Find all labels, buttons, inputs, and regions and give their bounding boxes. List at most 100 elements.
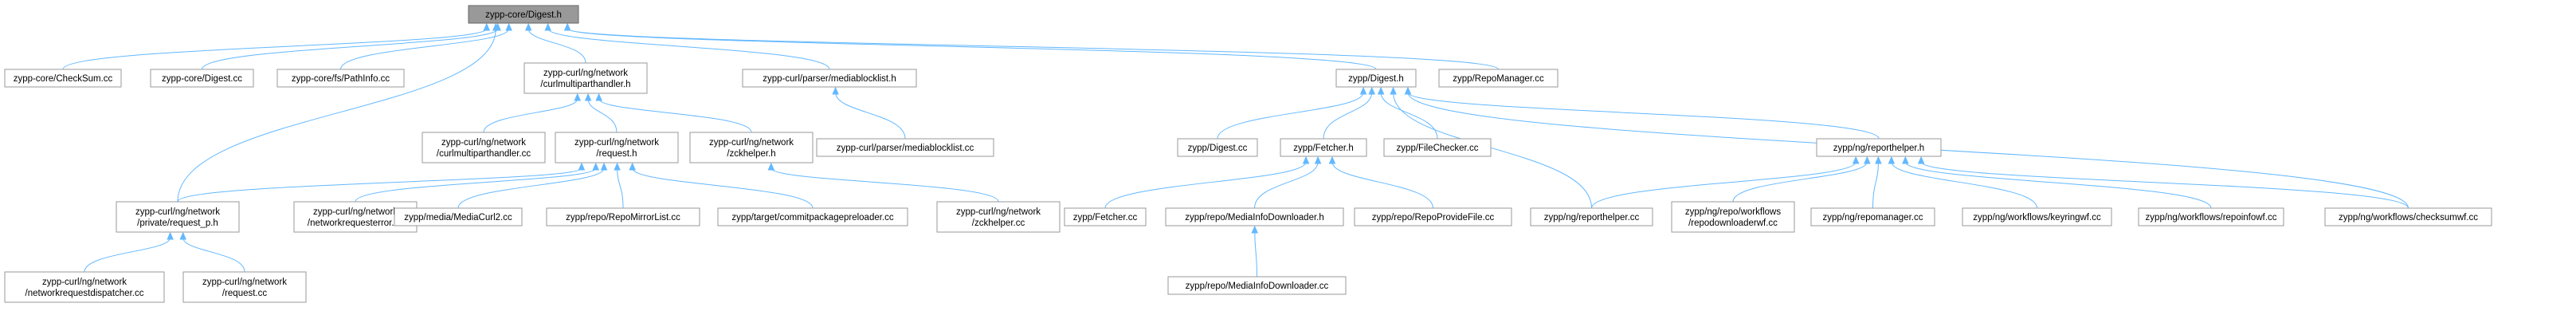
edge-arrowhead (1359, 86, 1367, 95)
nodes-layer: zypp-core/Digest.h zypp-core/CheckSum.cc z… (4, 5, 2492, 303)
node-box (4, 69, 122, 88)
node-label: /zckhelper.cc (972, 219, 1025, 228)
graph-node[interactable]: zypp-curl/ng/network/request.h (555, 132, 679, 163)
node-box (1438, 69, 1559, 88)
graph-node[interactable]: zypp/repo/RepoMirrorList.cc (546, 207, 700, 226)
graph-node[interactable]: zypp-curl/ng/network/zckhelper.cc (936, 201, 1061, 233)
graph-node[interactable]: zypp-curl/ng/network/zckhelper.h (689, 132, 814, 163)
edge-arrowhead (167, 231, 174, 240)
graph-node[interactable]: zypp/Digest.h (1335, 69, 1417, 88)
node-box (1816, 138, 1942, 157)
node-box (1962, 207, 2112, 226)
dependency-edge (1407, 92, 1880, 140)
graph-node[interactable]: zypp/ng/repo/workflows/repodownloaderwf.… (1671, 201, 1795, 233)
graph-node[interactable]: zypp-curl/ng/network/curlmultiparthandle… (421, 132, 546, 163)
graph-node[interactable]: zypp/RepoManager.cc (1438, 69, 1559, 88)
graph-node[interactable]: zypp/ng/reporthelper.cc (1530, 207, 1653, 226)
node-label: zypp/FileChecker.cc (1397, 144, 1479, 153)
edge-arrowhead (574, 93, 582, 101)
edge-arrowhead (1875, 156, 1882, 164)
graph-node[interactable]: zypp-curl/ng/network/curlmultiparthandle… (523, 62, 648, 94)
graph-node[interactable]: zypp-curl/parser/mediablocklist.h (742, 69, 917, 88)
node-box (936, 201, 1061, 233)
node-label: zypp-core/fs/PathInfo.cc (292, 74, 390, 84)
edges-layer (62, 22, 2409, 278)
graph-node[interactable]: zypp-curl/ng/network/private/request_p.h (116, 201, 240, 233)
node-box (546, 207, 700, 226)
graph-node-root[interactable]: zypp-core/Digest.h (468, 5, 579, 24)
dependency-edge (1393, 92, 1592, 209)
dependency-edge (1254, 161, 1319, 209)
node-box (689, 132, 814, 163)
graph-node[interactable]: zypp/Fetcher.h (1280, 138, 1367, 157)
node-box (1165, 207, 1344, 226)
dependency-edge (547, 28, 830, 70)
edge-arrowhead (595, 93, 602, 101)
node-label: zypp-core/Digest.cc (162, 74, 242, 84)
node-box (182, 271, 307, 303)
graph-node[interactable]: zypp/Fetcher.cc (1064, 207, 1147, 226)
edge-arrowhead (563, 22, 571, 31)
node-box (2138, 207, 2284, 226)
edge-arrowhead (614, 162, 621, 171)
node-box (717, 207, 908, 226)
node-label: zypp/ng/repomanager.cc (1823, 213, 1923, 223)
dependency-edge (632, 167, 814, 209)
dependency-edge (1380, 92, 1438, 140)
graph-node[interactable]: zypp/repo/MediaInfoDownloader.cc (1167, 276, 1347, 295)
node-label: zypp-curl/ng/network (135, 207, 220, 217)
node-box (421, 132, 546, 163)
dependency-edge (1217, 92, 1364, 140)
graph-node[interactable]: zypp/ng/workflows/checksumwf.cc (2324, 207, 2492, 226)
edge-arrowhead (1377, 86, 1385, 95)
node-label: zypp/ng/reporthelper.h (1833, 144, 1924, 153)
graph-node[interactable]: zypp-curl/parser/mediablocklist.cc (816, 138, 994, 157)
edge-arrowhead (544, 22, 551, 31)
graph-node[interactable]: zypp/repo/MediaInfoDownloader.h (1165, 207, 1344, 226)
node-label: /curlmultiparthandler.h (540, 80, 630, 89)
node-label: zypp/ng/workflows/repoinfowf.cc (2146, 213, 2277, 223)
edge-arrowhead (1390, 86, 1397, 95)
graph-node[interactable]: zypp/media/MediaCurl2.cc (394, 207, 523, 226)
graph-node[interactable]: zypp/Digest.cc (1177, 138, 1258, 157)
edge-arrowhead (1917, 156, 1925, 164)
graph-node[interactable]: zypp/target/commitpackagepreloader.cc (717, 207, 908, 226)
dependency-edge (84, 237, 171, 273)
graph-node[interactable]: zypp-curl/ng/network/networkrequestdispa… (4, 271, 165, 303)
node-box (1354, 207, 1512, 226)
edge-arrowhead (578, 162, 586, 171)
edge-arrowhead (1888, 156, 1896, 164)
node-box (4, 271, 165, 303)
dependency-edge (1254, 230, 1257, 278)
edge-arrowhead (1902, 156, 1909, 164)
edge-arrowhead (1368, 86, 1375, 95)
graph-node[interactable]: zypp/repo/RepoProvideFile.cc (1354, 207, 1512, 226)
node-box (742, 69, 917, 88)
graph-node[interactable]: zypp/ng/repomanager.cc (1810, 207, 1935, 226)
dependency-edge (1904, 161, 2212, 209)
node-box (816, 138, 994, 157)
dependency-edge (182, 237, 245, 273)
node-label: zypp/repo/MediaInfoDownloader.h (1185, 213, 1324, 223)
node-label: zypp/Digest.h (1348, 74, 1404, 84)
dependency-edge (1732, 161, 1868, 203)
node-label: /networkrequestdispatcher.cc (25, 289, 144, 298)
node-box (276, 69, 405, 88)
graph-node[interactable]: zypp/FileChecker.cc (1383, 138, 1492, 157)
node-label: /curlmultiparthandler.cc (437, 149, 531, 159)
graph-node[interactable]: zypp/ng/workflows/repoinfowf.cc (2138, 207, 2284, 226)
node-label: /networkrequesterror.cc (308, 219, 403, 228)
node-box (394, 207, 523, 226)
graph-node[interactable]: zypp/ng/reporthelper.h (1816, 138, 1942, 157)
graph-node[interactable]: zypp-core/Digest.cc (150, 69, 254, 88)
dependency-edge (567, 28, 1499, 70)
edge-arrowhead (600, 162, 608, 171)
graph-node[interactable]: zypp/ng/workflows/keyringwf.cc (1962, 207, 2112, 226)
edge-arrowhead (767, 162, 775, 171)
graph-node[interactable]: zypp-curl/ng/network/request.cc (182, 271, 307, 303)
graph-node[interactable]: zypp-core/fs/PathInfo.cc (276, 69, 405, 88)
node-label: zypp-core/Digest.h (485, 10, 562, 20)
dependency-edge (1104, 161, 1307, 209)
graph-node[interactable]: zypp-core/CheckSum.cc (4, 69, 122, 88)
node-label: /zckhelper.h (727, 149, 775, 159)
